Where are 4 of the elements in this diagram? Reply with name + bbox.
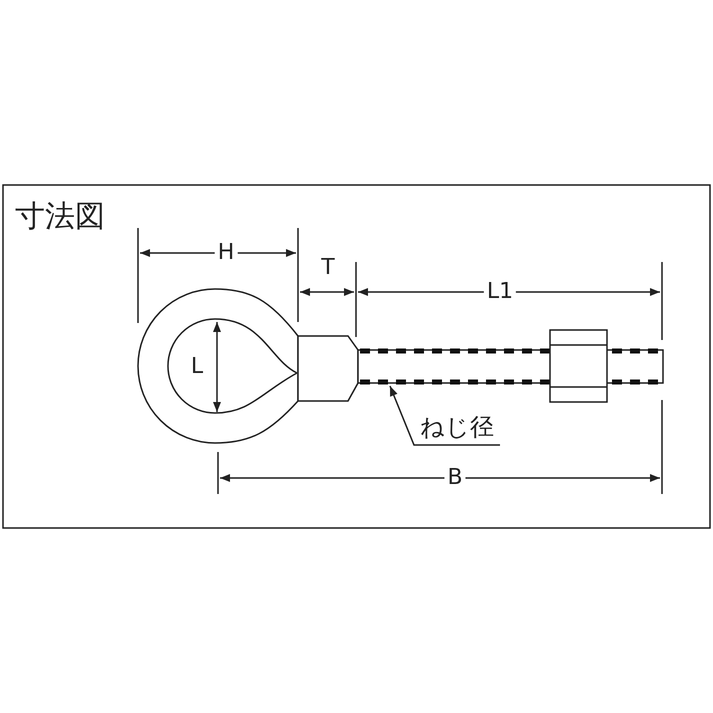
leader-line xyxy=(389,386,500,446)
title: 寸法図 xyxy=(15,198,105,236)
thread-diameter-label: ねじ径 xyxy=(414,410,500,445)
dimension-label: L xyxy=(190,355,204,379)
